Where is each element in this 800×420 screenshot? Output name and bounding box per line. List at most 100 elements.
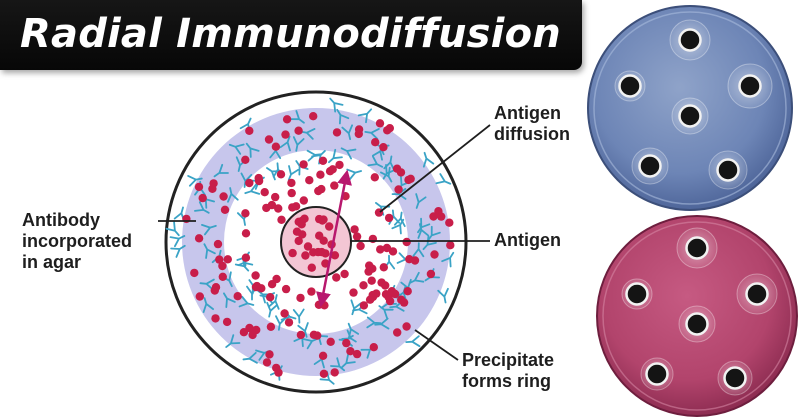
diffusion-arrow	[316, 169, 352, 308]
label-antigen-diffusion: Antigen diffusion	[494, 103, 570, 145]
antibody-y-icon	[341, 353, 356, 369]
antigen-dot	[354, 125, 364, 134]
antigen-dot	[346, 347, 355, 356]
antibody-y-icon	[391, 218, 405, 235]
antigen-dot	[245, 178, 254, 188]
antigen-dot	[274, 368, 283, 377]
antigen-dot	[429, 212, 438, 221]
antibody-y-icon	[364, 128, 380, 140]
antibody-y-icon	[357, 108, 373, 124]
well-hole-icon	[631, 147, 669, 185]
antigen-dot	[402, 322, 411, 331]
antigen-dot	[370, 173, 379, 182]
antigen-dot	[265, 350, 274, 359]
antigen-dot	[223, 255, 232, 264]
antigen-dot	[321, 249, 330, 258]
leader-antigen-diffusion	[379, 124, 491, 213]
antibody-y-icon	[336, 108, 350, 125]
antibody-y-icon	[228, 143, 245, 155]
antigen-dot	[406, 174, 415, 183]
antigen-dot	[332, 128, 342, 137]
antibody-y-icon	[165, 221, 180, 237]
antigen-dot	[379, 143, 388, 152]
antigen-dot	[218, 261, 227, 271]
antigen-dot	[332, 273, 341, 282]
antigen-dot	[296, 330, 306, 340]
antigen-dot	[383, 126, 392, 135]
antigen-dot	[393, 328, 402, 337]
antigen-dot	[296, 293, 305, 303]
title-banner: Radial Immunodiffusion	[0, 0, 582, 70]
antigen-dot	[281, 130, 290, 139]
antigen-dot	[350, 225, 359, 234]
antigen-dot	[198, 193, 207, 203]
antigen-dot	[274, 204, 283, 213]
antigen-dot	[219, 192, 228, 201]
antigen-dot	[264, 135, 274, 144]
antibody-y-icon	[405, 335, 421, 348]
well-hole-icon	[676, 227, 718, 269]
antigen-dot	[241, 229, 251, 238]
antigen-dot	[356, 241, 365, 251]
antigen-dot	[368, 290, 377, 300]
antigen-dot	[287, 188, 296, 198]
antigen-dot	[266, 293, 275, 302]
antibody-y-icon	[279, 135, 291, 152]
label-antigen-diffusion-line2: diffusion	[494, 124, 570, 144]
antigen-dot	[307, 263, 316, 272]
antigen-dot	[325, 222, 334, 231]
antigen-dot	[222, 317, 232, 327]
antigen-dot	[367, 276, 376, 285]
label-antigen: Antigen	[494, 230, 561, 251]
antigen-dot	[375, 119, 385, 128]
antigen-dot	[376, 245, 385, 254]
antibody-y-icon	[412, 242, 425, 258]
antigen-dot	[287, 178, 296, 188]
antigen-dot	[317, 184, 326, 194]
antigen-dot	[267, 200, 277, 210]
antibody-y-icon	[227, 187, 239, 203]
antigen-dot	[248, 330, 257, 340]
antigen-dot	[359, 281, 368, 290]
antigen-dot	[280, 309, 289, 318]
antigen-dot	[446, 241, 455, 250]
antigen-dot	[379, 263, 388, 272]
antibody-y-icon	[417, 223, 429, 239]
antibody-y-icon	[201, 223, 217, 236]
well-hole-icon	[671, 97, 709, 135]
antibody-y-icon	[328, 148, 343, 164]
antigen-dot	[233, 292, 242, 301]
antigen-dot	[309, 248, 318, 257]
antigen-dot	[394, 185, 403, 194]
antibody-y-icon	[238, 295, 255, 308]
antibody-y-icon	[329, 97, 344, 113]
antigen-dot	[291, 202, 301, 211]
label-antibody-line2: incorporated	[22, 231, 133, 251]
antibody-y-icon	[242, 351, 258, 364]
leader-precipitate	[414, 329, 459, 361]
antigen-dot	[359, 301, 369, 310]
antibody-y-icon	[225, 334, 241, 348]
antigen-dot	[282, 115, 292, 124]
antigen-dot	[267, 280, 277, 289]
antigen-dot	[402, 237, 411, 247]
antigen-dot	[210, 286, 219, 295]
antigen-dot	[318, 156, 328, 165]
label-antibody-line1: Antibody	[22, 210, 100, 230]
antigen-dot	[194, 182, 204, 192]
antigen-dot	[330, 181, 339, 190]
antigen-dot	[365, 261, 374, 270]
antigen-dot	[328, 165, 337, 174]
antibody-y-icon	[287, 165, 300, 181]
label-antibody: Antibody incorporated in agar	[22, 210, 132, 273]
antigen-dot	[294, 126, 303, 135]
antigen-dot	[319, 369, 329, 378]
antibody-y-icon	[415, 193, 427, 209]
antibody-y-icon	[367, 155, 384, 168]
antibody-y-icon	[194, 201, 210, 214]
antigen-dot	[305, 176, 314, 185]
antigen-dot	[382, 243, 392, 253]
antigen-dot	[335, 160, 344, 170]
antigen-dot	[194, 234, 204, 243]
antigen-dot	[342, 338, 351, 348]
